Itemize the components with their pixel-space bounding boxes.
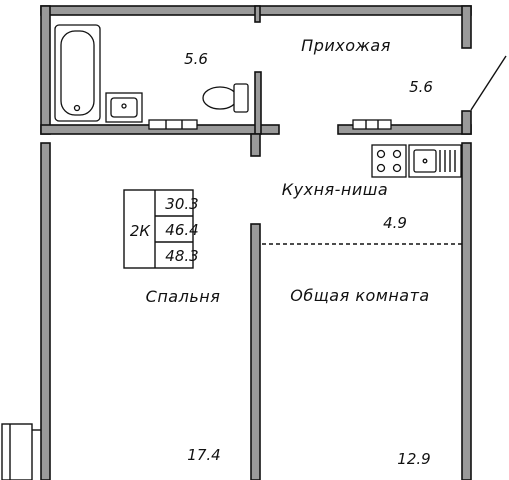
total-area: 46.4 xyxy=(165,221,198,239)
bedroom-left-wall xyxy=(40,142,51,480)
total-area-with-balcony: 48.3 xyxy=(165,247,198,265)
bathroom-partition xyxy=(254,71,262,135)
stove xyxy=(371,144,407,178)
kitchen-name: Кухня-ниша xyxy=(282,180,388,199)
right-wall-upper xyxy=(461,5,472,49)
bathroom-area: 5.6 xyxy=(184,50,208,68)
walls xyxy=(40,5,472,480)
radiator-kitchen xyxy=(352,119,392,130)
hallway-name: Прихожая xyxy=(301,36,391,55)
bathroom-partition-top xyxy=(254,5,261,23)
entrance-door xyxy=(470,55,507,111)
radiator-bathroom xyxy=(148,119,198,130)
living-area: 12.9 xyxy=(397,450,430,468)
toilet xyxy=(202,83,249,113)
bathtub xyxy=(54,24,101,122)
washbasin xyxy=(105,92,143,123)
right-wall-stub xyxy=(461,110,472,135)
partition-stub xyxy=(250,133,261,157)
bedroom-area: 17.4 xyxy=(187,446,220,464)
living-name: Общая комната xyxy=(290,286,429,305)
kitchen-area: 4.9 xyxy=(383,214,407,232)
hallway-area: 5.6 xyxy=(409,78,433,96)
bathroom-left-wall xyxy=(40,5,51,135)
area-summary-box: 2К 30.3 46.4 48.3 xyxy=(123,189,199,269)
kitchen-sink xyxy=(408,144,462,178)
living-right-wall xyxy=(461,142,472,480)
apartment-type: 2К xyxy=(130,222,152,240)
bedroom-name: Спальня xyxy=(146,287,221,306)
balcony-window xyxy=(1,423,41,480)
living-area-total: 30.3 xyxy=(165,195,198,213)
middle-wall xyxy=(250,223,261,480)
